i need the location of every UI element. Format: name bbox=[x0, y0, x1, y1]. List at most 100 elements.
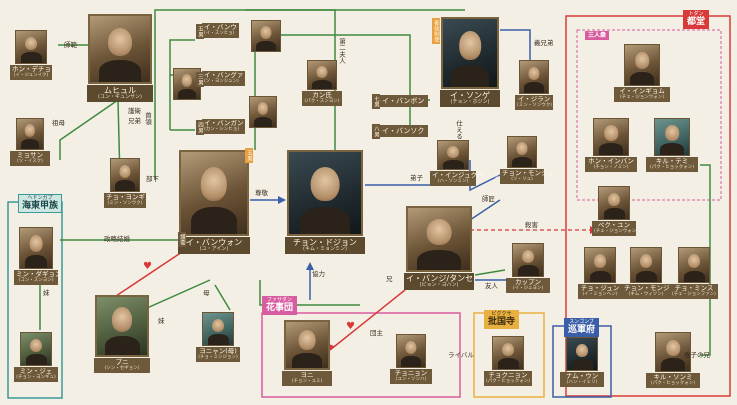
label-subordinate: 部下 bbox=[146, 175, 159, 183]
name-cho-minsu: チョ・ミンス bbox=[674, 284, 714, 292]
card-lee-injigu: イ・インジュク/ホ・ガン(ハ・ソンミン) bbox=[430, 140, 505, 186]
card-min-dagyeong: ミン・ダギョン(コン・スンヨン) bbox=[14, 227, 62, 285]
actor-lee-banggan: (カン・シンヒョ) bbox=[204, 127, 240, 133]
actor-lee-bangji: (ピョン・ヨハン) bbox=[419, 282, 459, 289]
photo-cho-minsu bbox=[678, 247, 710, 283]
photo-jeong-mongju bbox=[507, 136, 537, 168]
actor-myeonsang: (ソ・イスク) bbox=[17, 159, 43, 165]
hwasadan-frame bbox=[261, 312, 461, 398]
label-escort-muhyul: 護衛 bbox=[128, 107, 141, 115]
photo-myeonsang bbox=[16, 118, 44, 150]
actor-lee-bangwu: (イ・スンヒョ) bbox=[204, 31, 235, 37]
label-mother: 母 bbox=[203, 289, 210, 297]
label-killing: 殺害 bbox=[525, 221, 538, 229]
name-plate: ペク・ユン(チェ・ジョンウォン) bbox=[592, 221, 639, 236]
bigaksa-ruby: ピグクサ bbox=[491, 311, 512, 317]
actor-bunyi: (シン・セギョン) bbox=[104, 366, 140, 372]
card-gil-taemi: キル・テミ(パク・ヒョックォン) bbox=[646, 118, 698, 172]
photo-yeonhui-mother bbox=[202, 312, 234, 346]
name-plate: チョクニョン(パク・ヒョックォン) bbox=[484, 371, 532, 386]
photo-lee-seonggye bbox=[441, 17, 499, 89]
actor-lee-injigu: (ハ・ソンミン) bbox=[437, 179, 469, 185]
actor-cheongyeong: (ユン・ソンハ) bbox=[395, 377, 427, 383]
name-yeonhui: ヨニ bbox=[300, 371, 314, 379]
label-adopted: 養子の兄 bbox=[684, 351, 710, 359]
tag-dosungsa: 都総制使 bbox=[432, 18, 441, 44]
three-leaders-frame bbox=[576, 29, 722, 201]
name-lee-bangji: イ・バンジ/タンセ bbox=[406, 274, 474, 283]
actor-min-je: (チョン・ヨンギュ) bbox=[16, 375, 56, 381]
label-sister-dagyeong: 妹 bbox=[43, 289, 50, 297]
name-lee-ingyeom: イ・インギョム bbox=[619, 87, 665, 95]
name-kang-shi: カン氏 bbox=[312, 91, 332, 99]
tag-third-son: 三男 bbox=[196, 72, 205, 87]
name-plate: ホン・デチョン(イ・ジュンイク) bbox=[10, 65, 58, 80]
name-hong-ducheon: ホン・デチョン bbox=[12, 65, 58, 73]
bigaksa-title: ピグクサ 批国寺 bbox=[484, 310, 520, 329]
actor-jeong-dojeon: (キム・ミョンミン) bbox=[303, 246, 347, 253]
name-plate: チョン・モンジュ(ソ・リュ) bbox=[500, 169, 554, 184]
photo-gil-taemi bbox=[654, 118, 690, 156]
sunggunbu-ruby: スンゴンブ bbox=[569, 319, 594, 325]
name-plate: イ・ジラン(ミン・ソンウク) bbox=[515, 95, 553, 110]
actor-jo-yeonggyu: (ミン・ソンウク) bbox=[107, 201, 143, 207]
card-lee-bangwon: イ・バンウォン(ユ・アイン) bbox=[178, 150, 250, 254]
card-lee-seonggye: イ・ソンゲ(チョン・ホジン) bbox=[440, 17, 500, 107]
name-lee-bangkwa: イ・バングァ bbox=[204, 71, 244, 79]
photo-lee-bangwon bbox=[179, 150, 249, 236]
card-yeonhui-mother: ヨニャン(母)(チョ・ミンジョン) bbox=[196, 312, 240, 362]
card-gil-seonmi: キル・ソンミ(パク・ヒョックォン) bbox=[646, 332, 700, 388]
name-cheoknyeon: チョクニョン bbox=[488, 371, 528, 379]
card-jo-yeonggyu: チョ・ヨンギュ(ミン・ソンウク) bbox=[104, 158, 152, 208]
tag-eighth-son: 八男 bbox=[372, 124, 381, 139]
card-hong-inbang: ホン・インバン(チョン・ノミン) bbox=[585, 118, 637, 172]
label-engagement: 政略結婚 bbox=[104, 235, 130, 243]
actor-jeong-mongju-2: (キム・ウィソン) bbox=[628, 292, 664, 298]
photo-gapbun bbox=[512, 243, 544, 277]
name-plate: イ・ソンゲ(チョン・ホジン) bbox=[440, 90, 500, 107]
name-min-je: ミン・ジェ bbox=[19, 367, 53, 375]
sunggunbu-title: スンゴンブ 巡軍府 bbox=[564, 318, 600, 337]
photo-hong-inbang bbox=[593, 118, 629, 156]
label-disciple: 弟子 bbox=[410, 174, 423, 182]
actor-yeonhui-mother: (チョ・ミンジョン) bbox=[198, 355, 238, 361]
dodang-frame bbox=[565, 15, 731, 397]
name-plate: イ・バングァ(ソ・ヨンジュン) bbox=[202, 71, 246, 86]
name-lee-injigu: イ・インジュク/ホ・ガン bbox=[432, 171, 506, 179]
name-plate: ミン・ジェ(チョン・ヨンギュ) bbox=[14, 367, 58, 382]
bigaksa-label: 批国寺 bbox=[488, 317, 516, 327]
card-hong-ducheon: ホン・デチョン(イ・ジュンイク) bbox=[10, 30, 58, 80]
photo-jeong-mongju-2 bbox=[630, 247, 662, 283]
haedong-label: 海東甲族 bbox=[22, 201, 59, 211]
plate-lee-banggan: イ・バンガン(カン・シンヒョ) bbox=[202, 118, 246, 134]
actor-baek-yun: (チェ・ジョンウォン) bbox=[594, 229, 639, 235]
card-kang-shi: カン氏(パク・スンヨン) bbox=[302, 60, 342, 106]
name-plate: チョニョン(ユン・ソンハ) bbox=[390, 369, 432, 384]
name-plate: イ・バンガン(カン・シンヒョ) bbox=[202, 119, 246, 134]
name-plate: ムヒュル(ユン・ギュンサン) bbox=[87, 85, 153, 102]
card-cho-minsu: チョ・ミンス(チェ・ジョンファン) bbox=[670, 247, 718, 299]
card-lee-banggan bbox=[246, 96, 280, 128]
label-chief: 首領 bbox=[143, 112, 152, 125]
photo-cheongyeong bbox=[396, 334, 426, 368]
name-plate: チョ・ミンス(チェ・ジョンファン) bbox=[670, 284, 718, 299]
name-jeong-mongju: チョン・モンジュ bbox=[502, 169, 554, 177]
actor-lee-seonggye: (チョン・ホジン) bbox=[450, 99, 490, 106]
card-jeong-dojeon: チョン・ドジョン(キム・ミョンミン) bbox=[285, 150, 365, 254]
photo-lee-bangwu bbox=[251, 20, 281, 52]
hwasadan-ruby: ファサダン bbox=[267, 297, 293, 303]
name-plate: キル・ソンミ(パク・ヒョックォン) bbox=[646, 373, 700, 388]
card-yeonhui: ヨニ(チョン・ユミ) bbox=[282, 320, 332, 386]
plate-lee-bangkwa: イ・バングァ(ソ・ヨンジュン) bbox=[202, 70, 246, 86]
dodang-ruby: トダン bbox=[688, 11, 704, 17]
card-min-je: ミン・ジェ(チョン・ヨンギュ) bbox=[14, 332, 58, 382]
actor-muhyul: (ユン・ギュンサン) bbox=[98, 94, 142, 101]
name-plate: チョ・ヨンギュ(ミン・ソンウク) bbox=[104, 193, 152, 208]
actor-lee-bangkwa: (ソ・ヨンジュン) bbox=[204, 79, 239, 85]
actor-yeonhui: (チョン・ユミ) bbox=[291, 379, 323, 385]
card-myeonsang: ミョサン(ソ・イスク) bbox=[10, 118, 50, 166]
name-hong-inbang: ホン・インバン bbox=[588, 157, 634, 165]
photo-lee-bangji bbox=[406, 206, 472, 272]
card-cheoknyeon: チョクニョン(パク・ヒョックォン) bbox=[484, 336, 532, 386]
